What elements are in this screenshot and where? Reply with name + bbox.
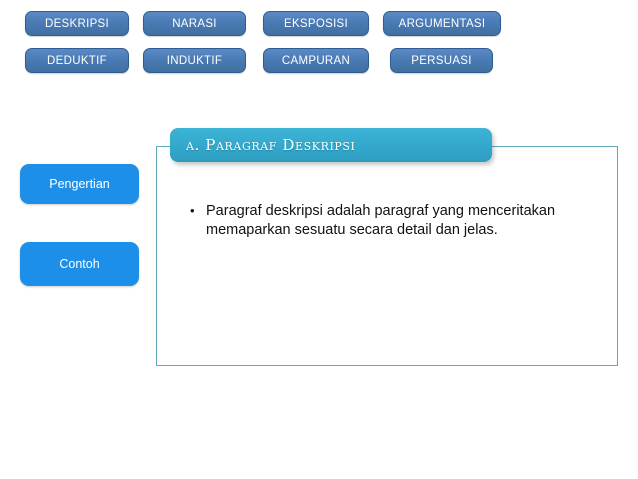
nav-button-argumentasi[interactable]: ARGUMENTASI [383,11,501,36]
nav-button-induktif-label: INDUKTIF [166,54,223,67]
content-panel [156,146,618,366]
content-title-banner: a. Paragraf Deskripsi [170,128,492,162]
content-bullet-item: Paragraf deskripsi adalah paragraf yang … [190,202,560,239]
nav-button-deskripsi-label: DESKRIPSI [44,17,110,30]
nav-button-persuasi[interactable]: PERSUASI [390,48,493,73]
content-bullet-list: Paragraf deskripsi adalah paragraf yang … [190,202,560,239]
side-button-pengertian-label: Pengertian [49,177,110,191]
nav-button-deskripsi[interactable]: DESKRIPSI [25,11,129,36]
nav-button-campuran[interactable]: CAMPURAN [263,48,369,73]
nav-button-eksposisi-label: EKSPOSISI [283,17,349,30]
nav-button-argumentasi-label: ARGUMENTASI [398,17,486,30]
nav-button-eksposisi[interactable]: EKSPOSISI [263,11,369,36]
side-button-contoh[interactable]: Contoh [20,242,139,286]
nav-button-induktif[interactable]: INDUKTIF [143,48,246,73]
nav-button-narasi[interactable]: NARASI [143,11,246,36]
side-button-contoh-label: Contoh [59,257,100,271]
side-button-pengertian[interactable]: Pengertian [20,164,139,204]
nav-button-persuasi-label: PERSUASI [411,54,472,67]
nav-button-narasi-label: NARASI [172,17,217,30]
content-title-text: a. Paragraf Deskripsi [186,136,356,154]
nav-button-deduktif-label: DEDUKTIF [47,54,107,67]
nav-button-campuran-label: CAMPURAN [281,54,351,67]
nav-button-deduktif[interactable]: DEDUKTIF [25,48,129,73]
